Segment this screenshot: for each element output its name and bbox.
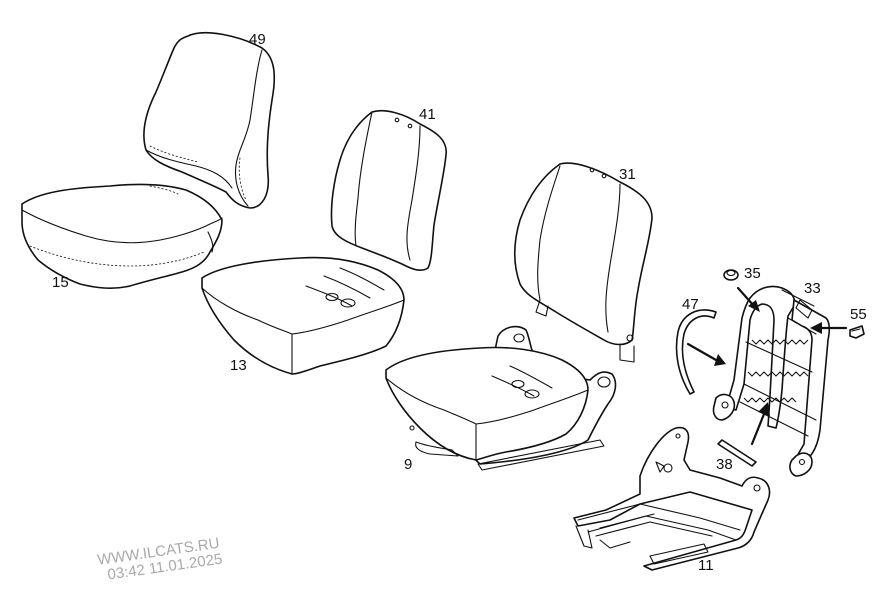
callout-49: 49 xyxy=(249,31,266,48)
arrow-to-part-35 xyxy=(736,286,760,312)
callout-41: 41 xyxy=(419,106,436,123)
part-38-rod[interactable] xyxy=(717,439,757,467)
arrow-from-part-38 xyxy=(750,402,770,446)
part-33-backrest-frame[interactable] xyxy=(712,285,831,477)
part-35-cap[interactable] xyxy=(723,269,739,281)
callout-15: 15 xyxy=(52,274,69,291)
part-49-backrest-cover[interactable] xyxy=(143,32,276,209)
callout-35: 35 xyxy=(744,265,761,282)
callout-55: 55 xyxy=(850,306,867,323)
part-11-seat-frame[interactable] xyxy=(573,426,771,571)
part-13-seat-cushion-padding[interactable] xyxy=(201,256,405,375)
part-41-backrest-padding[interactable] xyxy=(330,109,447,271)
callout-38: 38 xyxy=(716,456,733,473)
watermark: WWW.ILCATS.RU 03:42 11.01.2025 xyxy=(96,535,223,584)
callout-33: 33 xyxy=(804,280,821,297)
callout-11: 11 xyxy=(698,557,714,574)
part-15-seat-cushion-cover[interactable] xyxy=(21,183,223,289)
arrow-from-part-47 xyxy=(686,342,726,366)
arrow-from-part-55 xyxy=(810,322,848,334)
callout-31: 31 xyxy=(619,166,636,183)
part-9-seat-assembly[interactable] xyxy=(385,325,617,471)
callout-47: 47 xyxy=(682,296,699,313)
callout-9: 9 xyxy=(404,456,412,473)
part-47-hose[interactable] xyxy=(675,309,717,395)
part-55-clip[interactable] xyxy=(849,325,865,339)
callout-13: 13 xyxy=(230,357,247,374)
part-31-backrest-assembly[interactable] xyxy=(513,162,653,363)
